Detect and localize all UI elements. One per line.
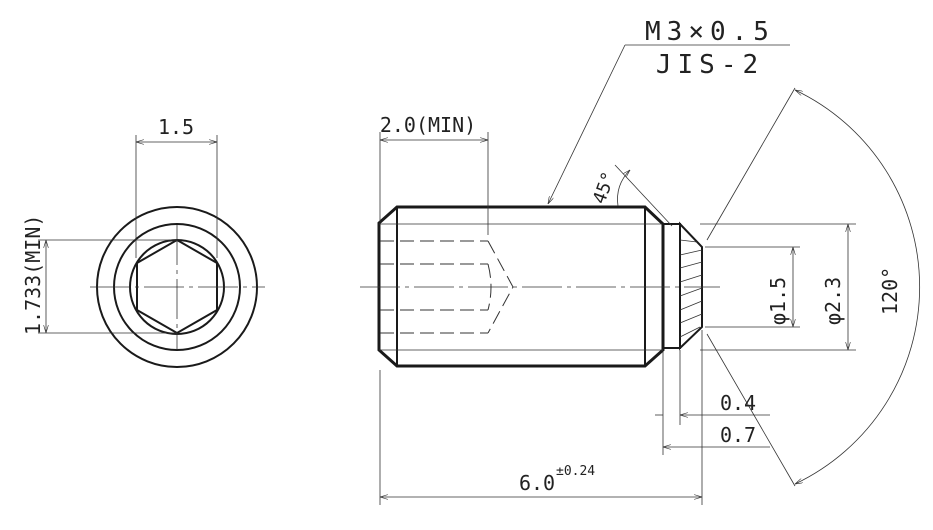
thread-class-label: JIS-2 [656, 50, 764, 80]
angle-ext-line [706, 87, 796, 241]
hatching [679, 239, 703, 338]
thread-spec-label: M3×0.5 [645, 17, 775, 47]
thread-depth-label: 2.0(MIN) [380, 113, 476, 137]
total-length-label: 6.0 [519, 471, 555, 495]
total-length-tolerance: ±0.24 [556, 464, 595, 479]
cup-point [679, 221, 703, 351]
tip-dia-large-label: φ2.3 [821, 277, 845, 325]
side-view: 2.0(MIN) M3×0.5 JIS-2 45° φ1.5 φ2.3 120°… [360, 17, 921, 505]
tip-angle-label: 120° [878, 267, 902, 315]
angle-arc [795, 90, 921, 484]
chamfer-ext-line [614, 164, 673, 227]
hex-depth-label: 1.733(MIN) [21, 215, 45, 335]
chamfer-angle-label: 45° [589, 169, 620, 207]
end-view: 1.5 1.733(MIN) [21, 115, 265, 368]
angle-arc [617, 170, 631, 207]
screw-body [377, 205, 665, 368]
angle-ext-line [706, 333, 796, 487]
tip-dia-small-label: φ1.5 [766, 277, 790, 325]
hex-width-label: 1.5 [158, 115, 194, 139]
neck-len-1-label: 0.4 [720, 391, 756, 415]
neck [662, 223, 681, 349]
neck-len-2-label: 0.7 [720, 423, 756, 447]
leader-line [548, 44, 626, 204]
